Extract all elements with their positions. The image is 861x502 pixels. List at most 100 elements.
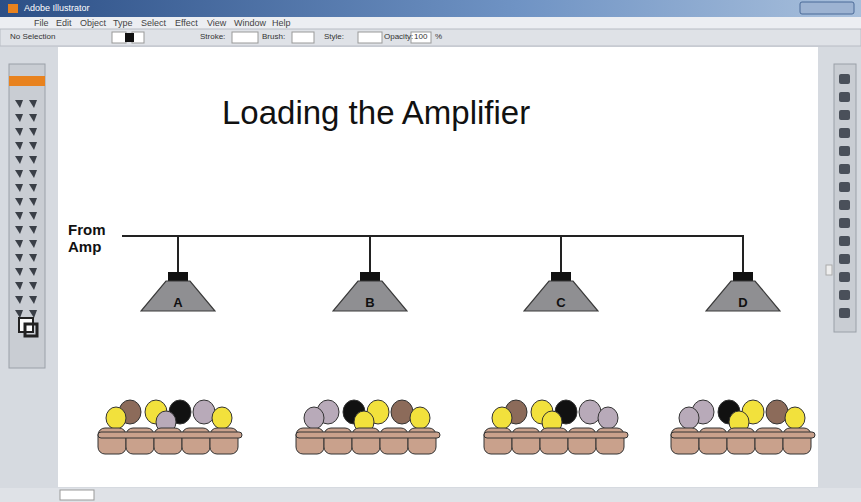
speaker: B (332, 272, 408, 312)
speaker-letter: C (523, 295, 599, 310)
panel-icon (839, 272, 850, 282)
tool-icon (15, 226, 23, 234)
tool-icon (15, 170, 23, 178)
speaker-wire (561, 236, 743, 272)
speaker-wire (370, 236, 561, 272)
zoom-field (60, 490, 94, 500)
audience-head (579, 400, 601, 424)
menu-item: Edit (56, 18, 72, 29)
tool-icon (29, 240, 37, 248)
tool-icon (15, 240, 23, 248)
panel-icon (839, 182, 850, 192)
audience-head (193, 400, 215, 424)
tool-icon (15, 198, 23, 206)
speaker: A (140, 272, 216, 312)
audience-head (492, 407, 512, 429)
tool-icon (15, 282, 23, 290)
menu-item: View (207, 18, 226, 29)
audience-head (106, 407, 126, 429)
control-bar (0, 29, 861, 46)
panel-icon (839, 110, 850, 120)
speaker-magnet (733, 272, 753, 281)
tool-icon (15, 100, 23, 108)
seat-row (484, 432, 628, 438)
menu-item: File (34, 18, 49, 29)
panel-icon (839, 236, 850, 246)
control-field (411, 32, 431, 43)
panel-icon (839, 200, 850, 210)
audience-head (304, 407, 324, 429)
speaker: C (523, 272, 599, 312)
control-text: Opacity: (384, 32, 413, 42)
tool-icon (15, 310, 23, 318)
menu-item: Window (234, 18, 266, 29)
window-buttons (800, 2, 854, 14)
menu-item: Type (113, 18, 133, 29)
tool-icon (15, 254, 23, 262)
status-bar (0, 488, 861, 502)
speaker-cone (706, 281, 780, 311)
speaker: D (705, 272, 781, 312)
panel-icon (839, 74, 850, 84)
control-field (112, 32, 126, 43)
tool-icon (29, 310, 37, 318)
seat-row (671, 432, 815, 438)
speaker-letter: A (140, 295, 216, 310)
diagram-title: Loading the Amplifier (222, 94, 530, 132)
audience-group (296, 400, 440, 454)
tool-icon (15, 142, 23, 150)
control-text: % (435, 32, 442, 42)
speaker-magnet (360, 272, 380, 281)
speaker-letter: D (705, 295, 781, 310)
tool-icon (29, 254, 37, 262)
panel-icon (839, 218, 850, 228)
app-icon (8, 4, 18, 13)
tool-icon (29, 156, 37, 164)
tool-icon (29, 100, 37, 108)
tool-icon (15, 114, 23, 122)
menu-item: Effect (175, 18, 198, 29)
tools-panel (9, 64, 45, 368)
audience-head (410, 407, 430, 429)
control-text: Style: (324, 32, 344, 42)
control-text: No Selection (10, 32, 55, 42)
wire-label: From Amp (68, 221, 106, 256)
tool-icon (29, 212, 37, 220)
audience-head (598, 407, 618, 429)
tool-icon (29, 142, 37, 150)
stroke-box (25, 324, 37, 336)
control-field (232, 32, 258, 43)
tool-icon (15, 156, 23, 164)
tool-icon (29, 128, 37, 136)
artboard (58, 47, 818, 487)
audience-group (671, 400, 815, 454)
window-title: Adobe Illustrator (24, 3, 90, 14)
tool-icon (15, 268, 23, 276)
tool-icon (29, 170, 37, 178)
seat-row (98, 432, 242, 438)
tool-icon (29, 184, 37, 192)
tool-icon (15, 296, 23, 304)
audience-head (391, 400, 413, 424)
tool-icon (15, 212, 23, 220)
menu-item: Object (80, 18, 106, 29)
tool-icon (29, 198, 37, 206)
speaker-wire (178, 236, 370, 272)
control-field (358, 32, 382, 43)
panel-icon (839, 128, 850, 138)
audience-group (98, 400, 242, 454)
panel-icon (839, 164, 850, 174)
title-bar (0, 0, 861, 17)
panel-icon (839, 92, 850, 102)
tool-icon (29, 226, 37, 234)
control-text: 100 (414, 32, 427, 42)
tool-icon (15, 128, 23, 136)
audience-group (484, 400, 628, 454)
panel-icon (839, 254, 850, 264)
amp-feed-wire (122, 235, 178, 237)
fill-swatch (125, 33, 134, 42)
seat-row (296, 432, 440, 438)
panel-dock (834, 64, 856, 332)
